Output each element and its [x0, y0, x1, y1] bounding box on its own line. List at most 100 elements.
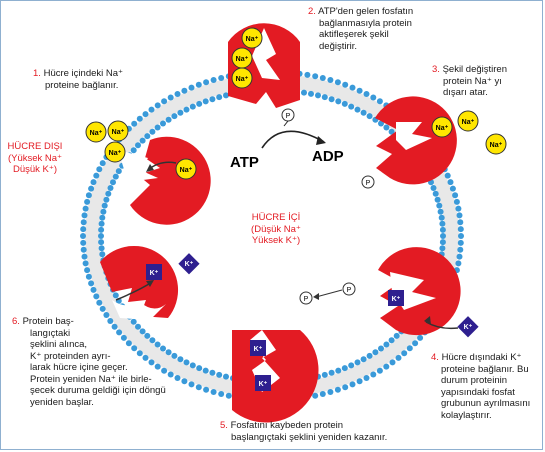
phospholipid-head	[444, 172, 451, 179]
phospholipid-head	[356, 378, 363, 385]
phospholipid-head	[115, 168, 122, 175]
phospholipid-head	[90, 286, 97, 293]
inside-label-line: HÜCRE İÇİ	[251, 212, 301, 223]
phospholipid-head	[99, 214, 106, 221]
step-line: yapısındaki fosfat	[441, 386, 515, 398]
phospholipid-head	[378, 120, 384, 127]
phospholipid-head	[139, 137, 146, 144]
phospholipid-head	[218, 391, 225, 397]
sodium-ion-label: Na⁺	[180, 167, 193, 174]
inside-label-line: (Düşük Na⁺	[251, 223, 301, 235]
phospholipid-head	[395, 354, 402, 361]
phospholipid-head	[167, 94, 174, 101]
phospholipid-head	[188, 381, 195, 388]
phospholipid-head	[90, 179, 97, 186]
step-line: bağlanmasıyla protein	[319, 17, 412, 29]
phospholipid-head	[319, 391, 326, 397]
phospholipid-head	[165, 116, 172, 123]
phospholipid-head	[356, 87, 363, 94]
phospholipid-head	[99, 305, 106, 312]
step-line: Şekil değiştiren	[442, 64, 507, 75]
step-line: Protein yeniden Na⁺ ile birle-	[30, 373, 152, 385]
phospholipid-head	[98, 245, 105, 252]
step-line: dışarı atar.	[443, 87, 488, 98]
phospholipid-head	[160, 345, 166, 352]
step-line: başlangıçtaki şeklini yeniden kazanır.	[231, 431, 388, 443]
phospholipid-head	[107, 185, 114, 191]
phospholipid-head	[308, 90, 314, 97]
phospholipid-head	[112, 292, 119, 299]
potassium-ion-label: K⁺	[254, 346, 263, 353]
phosphate-released-a: P	[342, 282, 356, 296]
phospholipid-head	[116, 329, 123, 336]
step-number: 3.	[432, 64, 440, 75]
step-number: 4.	[431, 352, 439, 363]
phospholipid-head	[457, 219, 464, 226]
phospholipid-head	[112, 173, 119, 180]
phospholipid-head	[417, 334, 424, 341]
step-line: proteine bağlanır. Bu	[441, 363, 529, 375]
phospholipid-head	[160, 120, 166, 127]
phospholipid-head	[80, 239, 87, 246]
outside-label-line: Düşük K⁺)	[12, 164, 58, 175]
phospholipid-head	[98, 233, 104, 239]
phospholipid-head	[103, 312, 110, 318]
phospholipid-head	[107, 318, 114, 324]
phospholipid-head	[96, 166, 103, 173]
step-line: Fosfatını kaybeden protein	[230, 420, 344, 431]
phospholipid-head	[383, 341, 390, 348]
phospholipid-head	[354, 359, 361, 366]
sodium-ion-1c: Na⁺	[104, 141, 126, 163]
sodium-ion-3a: Na⁺	[431, 116, 453, 138]
phospholipid-head	[149, 128, 156, 135]
phospholipid-head	[177, 356, 184, 363]
phospholipid-head	[161, 98, 168, 105]
adp-label: ADP	[312, 148, 344, 165]
potassium-ion-5b: K⁺	[255, 375, 271, 391]
phospholipid-head	[154, 102, 161, 109]
phospholipid-head	[389, 359, 396, 366]
step-number: 5.	[220, 420, 228, 431]
phospholipid-head	[447, 179, 454, 186]
sodium-ion-label: Na⁺	[236, 56, 249, 63]
phospholipid-head	[130, 147, 137, 154]
phosphate-label: P	[366, 180, 371, 187]
phospholipid-head	[304, 71, 311, 78]
phosphate-release-arrow	[315, 289, 343, 298]
phospholipid-head	[437, 208, 444, 215]
potassium-ion-label: K⁺	[185, 261, 194, 268]
phosphate-on-protein-3: P	[361, 175, 375, 189]
phospholipid-head	[348, 362, 355, 369]
inside-label-line: Yüksek K⁺)	[251, 235, 301, 246]
step-line: yeniden başlar.	[30, 396, 94, 408]
phosphate-released-b: P	[299, 291, 313, 305]
phospholipid-head	[135, 323, 141, 330]
step-line: kolaylaştırır.	[441, 409, 492, 421]
phospholipid-head	[321, 94, 328, 101]
sodium-ion-1a: Na⁺	[85, 121, 107, 143]
inside-cell-label: HÜCRE İÇİ (Düşük Na⁺ Yüksek K⁺)	[240, 212, 312, 247]
phospholipid-head	[99, 251, 106, 258]
phospholipid-head	[216, 371, 223, 378]
phospholipid-head	[225, 392, 232, 399]
atp-label: ATP	[230, 154, 259, 171]
phospholipid-head	[334, 386, 341, 393]
phospholipid-head	[439, 220, 446, 227]
phospholipid-head	[342, 81, 349, 88]
phospholipid-head	[449, 185, 456, 192]
phospholipid-head	[139, 328, 146, 335]
phospholipid-head	[383, 124, 390, 131]
step-line: protein Na⁺ yı	[443, 75, 502, 87]
phospholipid-head	[82, 205, 89, 212]
phospholipid-head	[363, 375, 370, 381]
phospholipid-head	[144, 332, 151, 339]
step-line: K⁺ proteinden ayrı-	[30, 350, 111, 362]
phosphate-link	[283, 120, 289, 127]
phospholipid-head	[98, 239, 105, 246]
phospholipid-head	[370, 371, 377, 378]
phospholipid-head	[149, 337, 156, 344]
phospholipid-head	[438, 214, 445, 221]
potassium-ion-5a: K⁺	[250, 340, 266, 356]
